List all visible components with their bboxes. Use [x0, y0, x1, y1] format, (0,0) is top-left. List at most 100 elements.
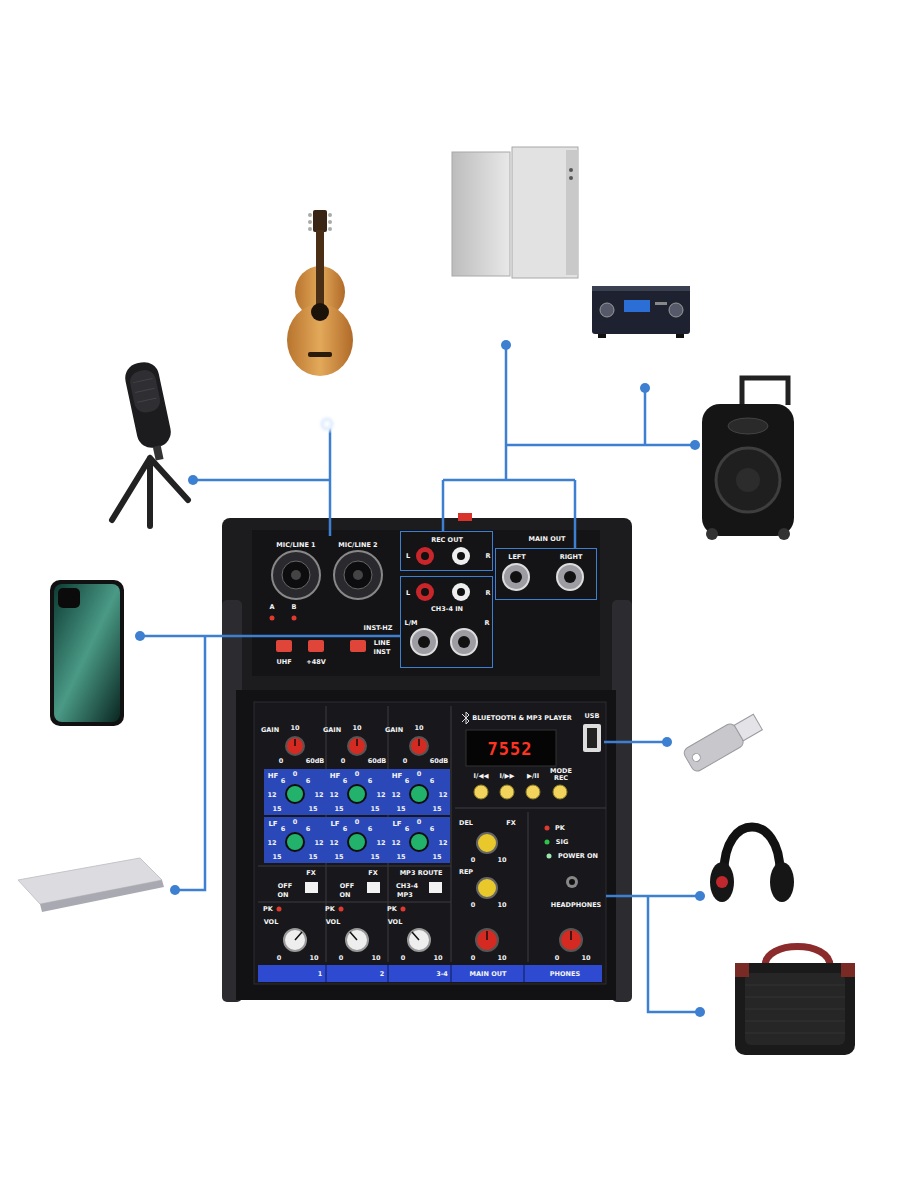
laptop-picture [18, 858, 164, 912]
panel-label: 10 [581, 955, 590, 962]
panel-label: GAIN [323, 727, 341, 734]
panel-label: 10 [433, 955, 442, 962]
node-label: HF [392, 773, 403, 780]
port-group: REC OUTLR [400, 531, 493, 571]
node-label: 0 [417, 819, 422, 826]
node-label: 15 [370, 854, 379, 861]
panel-label: MP3 [397, 892, 413, 899]
panel-label: UHF [276, 659, 291, 666]
node-label: 12 [314, 792, 323, 799]
panel-label: 10 [414, 725, 423, 732]
panel-label: 10 [371, 955, 380, 962]
headphones-picture [710, 827, 794, 902]
guitar-picture [287, 210, 353, 376]
panel-label: B [292, 604, 297, 611]
panel-label: ON [340, 892, 351, 899]
node-label: 12 [391, 840, 400, 847]
eq-section: LF06612121515 [264, 817, 326, 863]
eq-section: HF06612121515 [326, 769, 388, 815]
panel-label: +48V [306, 659, 326, 666]
node-label: 12 [267, 792, 276, 799]
panel-label: I/◀◀ [474, 773, 489, 780]
port-group: LRCH3-4 INL/MR [400, 576, 493, 668]
panel-label: 0 [339, 955, 344, 962]
panel-label: 3-4 [436, 971, 448, 978]
panel-label: PK [555, 825, 565, 832]
panel-label: ON [278, 892, 289, 899]
panel-label: OFF [340, 883, 354, 890]
panel-label: PK [387, 906, 397, 913]
panel-label: 0 [341, 758, 346, 765]
node-label: R [484, 620, 489, 627]
eq-section: HF06612121515 [388, 769, 450, 815]
eq-section: LF06612121515 [388, 817, 450, 863]
usb-stick-picture [682, 711, 764, 774]
panel-label: ▶/II [527, 773, 539, 780]
panel-label: PK [325, 906, 335, 913]
node-label: 12 [329, 792, 338, 799]
node-label: 0 [355, 819, 360, 826]
node-label: 12 [376, 840, 385, 847]
node-label: 12 [314, 840, 323, 847]
node-label: 6 [343, 826, 348, 833]
panel-label: DEL [459, 820, 473, 827]
party-speaker-picture [702, 378, 794, 540]
node-label: 12 [438, 792, 447, 799]
node-label: 12 [438, 840, 447, 847]
panel-label: REP [459, 869, 473, 876]
panel-label: A [269, 604, 274, 611]
panel-label: VOL [388, 919, 403, 926]
panel-label: 10 [290, 725, 299, 732]
display-readout: 7552 [488, 741, 533, 758]
control-panel [258, 706, 606, 982]
node-label: 6 [281, 826, 286, 833]
node-label: 0 [355, 771, 360, 778]
connection-dots [135, 340, 705, 1017]
panel-label: 0 [471, 902, 476, 909]
panel-label: GAIN [261, 727, 279, 734]
panel-label: 10 [497, 955, 506, 962]
panel-label: OFF [278, 883, 292, 890]
node-label: L [406, 553, 410, 560]
panel-label: PHONES [550, 971, 580, 978]
panel-label: 0 [277, 955, 282, 962]
panel-label: MIC/LINE 2 [338, 542, 377, 549]
portable-speaker-picture [735, 947, 855, 1056]
node-label: 6 [306, 778, 311, 785]
panel-label: FX [306, 870, 315, 877]
node-label: 15 [308, 854, 317, 861]
panel-label: SIG [556, 839, 568, 846]
glow-dot [317, 414, 337, 434]
speaker-pair-picture [452, 147, 578, 278]
node-label: CH3-4 IN [431, 606, 463, 613]
panel-label: 1 [318, 971, 323, 978]
amplifier-picture [592, 286, 690, 338]
node-label: 6 [405, 778, 410, 785]
panel-label: 0 [471, 955, 476, 962]
panel-label: FX [506, 820, 515, 827]
node-label: 15 [308, 806, 317, 813]
panel-label: 60dB [306, 758, 325, 765]
node-label: 6 [430, 778, 435, 785]
panel-label: 0 [555, 955, 560, 962]
node-label: L/M [405, 620, 418, 627]
node-label: HF [268, 773, 279, 780]
mixer-body [222, 513, 632, 1002]
panel-label: 0 [403, 758, 408, 765]
node-label: R [485, 553, 490, 560]
port-group: MAIN OUTLEFTRIGHT [495, 548, 597, 600]
panel-label: CH3-4 [396, 883, 418, 890]
node-label: RIGHT [560, 554, 583, 561]
connection-lines [140, 345, 700, 1012]
node-label: 0 [293, 771, 298, 778]
node-label: 6 [430, 826, 435, 833]
node-label: 15 [432, 806, 441, 813]
node-label: LF [268, 821, 277, 828]
node-label: 12 [267, 840, 276, 847]
eq-section: HF06612121515 [264, 769, 326, 815]
eq-section: LF06612121515 [326, 817, 388, 863]
node-label: 6 [281, 778, 286, 785]
node-label: 15 [272, 806, 281, 813]
phone-picture [50, 580, 124, 726]
